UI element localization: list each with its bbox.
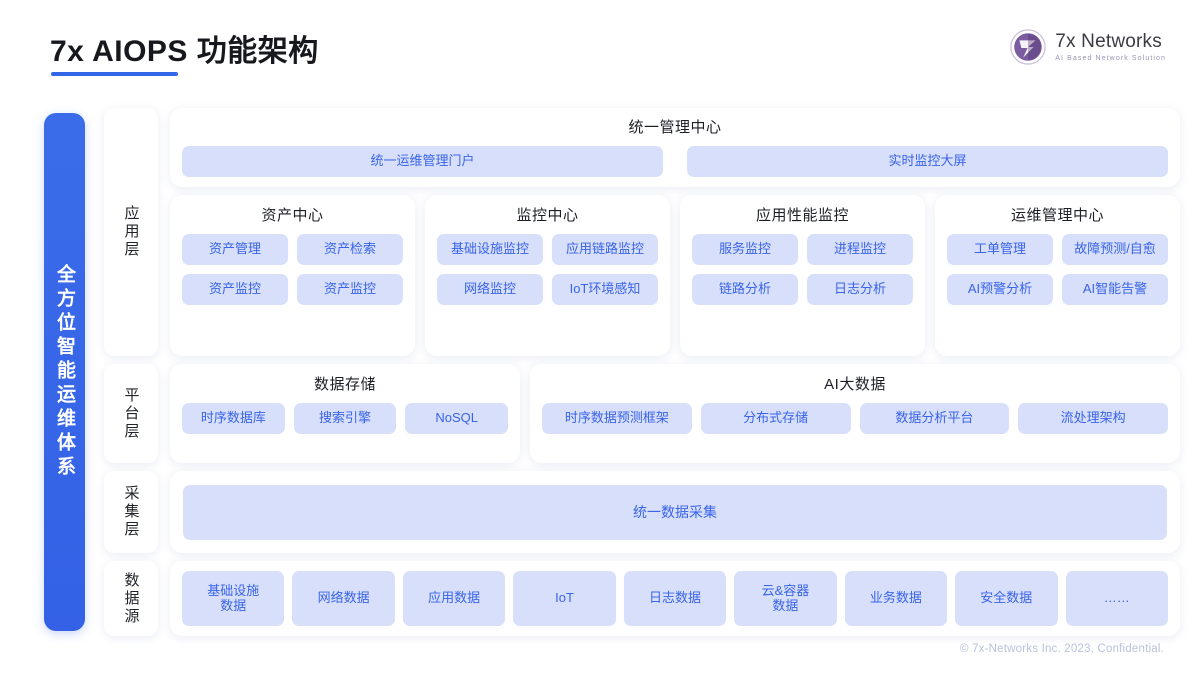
chip-asset-search[interactable]: 资产检索 xyxy=(297,234,403,265)
chip-ai-warning-analysis[interactable]: AI预警分析 xyxy=(947,274,1053,305)
panel-asset-center: 资产中心 资产管理 资产检索 资产监控 资产监控 xyxy=(170,195,415,356)
chip-infrastructure-data[interactable]: 基础设施数据 xyxy=(182,571,285,626)
layer-row-platform: 平台层 数据存储 时序数据库 搜索引擎 NoSQL AI大数据 xyxy=(104,364,1180,463)
panel-title: 资产中心 xyxy=(261,207,324,224)
layer-label-text: 应用层 xyxy=(122,205,140,259)
layer-label-collection: 采集层 xyxy=(104,471,158,553)
panel-apm: 应用性能监控 服务监控 进程监控 链路分析 日志分析 xyxy=(680,195,925,356)
application-panels-row: 资产中心 资产管理 资产检索 资产监控 资产监控 监控中心 基础设施 xyxy=(170,195,1180,356)
management-center-row: 统一管理中心 统一运维管理门户 实时监控大屏 xyxy=(170,108,1180,187)
brand-logo: 7x Networks AI Based Network Solution xyxy=(1009,28,1166,66)
chip-nosql[interactable]: NoSQL xyxy=(405,403,509,434)
architecture-board: 全方位智能运维体系 应用层 统一管理中心 统一运维管理门户 实时监控大屏 xyxy=(0,108,1200,636)
panel-datasource: 基础设施数据 网络数据 应用数据 IoT 日志数据 云&容器数据 业务数据 安全… xyxy=(170,561,1180,636)
chip-app-trace-monitor[interactable]: 应用链路监控 xyxy=(552,234,658,265)
panel-title: 监控中心 xyxy=(516,207,579,224)
chip-business-data[interactable]: 业务数据 xyxy=(844,571,948,626)
chip-network-monitor[interactable]: 网络监控 xyxy=(437,274,543,305)
layer-label-text: 采集层 xyxy=(122,485,140,539)
layer-label-application: 应用层 xyxy=(104,108,158,356)
panel-title: 数据存储 xyxy=(313,376,376,393)
chip-cloud-container-data[interactable]: 云&容器数据 xyxy=(734,571,837,626)
layer-row-collection: 采集层 统一数据采集 xyxy=(104,471,1180,553)
panel-title: 运维管理中心 xyxy=(1010,207,1104,224)
layer-row-application: 应用层 统一管理中心 统一运维管理门户 实时监控大屏 xyxy=(104,108,1180,356)
layer-label-text: 数据源 xyxy=(122,571,140,626)
title-underline xyxy=(51,72,178,76)
chip-ops-portal[interactable]: 统一运维管理门户 xyxy=(182,146,663,177)
chip-search-engine[interactable]: 搜索引擎 xyxy=(293,403,397,434)
chip-security-data[interactable]: 安全数据 xyxy=(955,571,1058,626)
chip-ticket-management[interactable]: 工单管理 xyxy=(947,234,1053,265)
chip-data-analysis-platform[interactable]: 数据分析平台 xyxy=(859,403,1010,434)
panel-title: 统一管理中心 xyxy=(628,119,722,136)
panel-data-storage: 数据存储 时序数据库 搜索引擎 NoSQL xyxy=(170,364,520,463)
chip-unified-data-collection[interactable]: 统一数据采集 xyxy=(183,484,1167,540)
chip-iot-sensing[interactable]: IoT环境感知 xyxy=(552,274,658,305)
chip-fault-prediction-selfhealing[interactable]: 故障预测/自愈 xyxy=(1062,234,1168,265)
layer-label-datasource: 数据源 xyxy=(104,561,158,636)
chip-stream-processing[interactable]: 流处理架构 xyxy=(1018,403,1168,434)
panel-ai-bigdata: AI大数据 时序数据预测框架 分布式存储 数据分析平台 流处理架构 xyxy=(530,364,1180,463)
seven-x-logo-icon xyxy=(1009,28,1047,66)
footer-copyright: © 7x-Networks Inc. 2023, Confidential. xyxy=(960,643,1164,655)
chip-asset-monitor-2[interactable]: 资产监控 xyxy=(297,274,403,305)
chip-monitor-wall[interactable]: 实时监控大屏 xyxy=(687,146,1168,177)
layer-label-text: 平台层 xyxy=(122,386,140,441)
chip-service-monitor[interactable]: 服务监控 xyxy=(692,234,798,265)
chip-infrastructure-monitor[interactable]: 基础设施监控 xyxy=(437,234,543,265)
chip-log-data[interactable]: 日志数据 xyxy=(623,571,727,626)
chip-asset-monitor-1[interactable]: 资产监控 xyxy=(182,274,288,305)
logo-name: 7x Networks xyxy=(1055,31,1162,52)
chip-log-analysis[interactable]: 日志分析 xyxy=(807,274,913,305)
chip-network-data[interactable]: 网络数据 xyxy=(292,571,395,626)
chip-ai-smart-alert[interactable]: AI智能告警 xyxy=(1062,274,1168,305)
spine-label: 全方位智能运维体系 xyxy=(54,264,75,480)
chip-application-data[interactable]: 应用数据 xyxy=(402,571,506,626)
panel-collection: 统一数据采集 xyxy=(170,471,1180,553)
vertical-spine-banner: 全方位智能运维体系 xyxy=(44,113,85,631)
chip-timeseries-forecast-framework[interactable]: 时序数据预测框架 xyxy=(542,403,692,434)
logo-tagline: AI Based Network Solution xyxy=(1055,55,1166,62)
panel-monitoring-center: 监控中心 基础设施监控 应用链路监控 网络监控 IoT环境感知 xyxy=(425,195,670,356)
panel-management-center: 统一管理中心 统一运维管理门户 实时监控大屏 xyxy=(170,108,1180,187)
panel-title: AI大数据 xyxy=(824,376,886,393)
page-title: 7x AIOPS 功能架构 xyxy=(50,35,319,68)
chip-asset-management[interactable]: 资产管理 xyxy=(182,234,288,265)
panel-title: 应用性能监控 xyxy=(755,207,849,224)
chip-iot-data[interactable]: IoT xyxy=(513,571,616,626)
slide-header: 7x AIOPS 功能架构 7x Networks AI Based Netwo… xyxy=(0,0,1200,95)
layer-row-datasource: 数据源 基础设施数据 网络数据 应用数据 IoT 日志数据 云&容器数据 业务数… xyxy=(104,561,1180,636)
layer-label-platform: 平台层 xyxy=(104,364,158,463)
panel-ops-management-center: 运维管理中心 工单管理 故障预测/自愈 AI预警分析 AI智能告警 xyxy=(935,195,1180,356)
chip-trace-analysis[interactable]: 链路分析 xyxy=(692,274,798,305)
chip-process-monitor[interactable]: 进程监控 xyxy=(807,234,913,265)
chip-distributed-storage[interactable]: 分布式存储 xyxy=(700,403,851,434)
chip-timeseries-db[interactable]: 时序数据库 xyxy=(182,403,285,434)
chip-more-data[interactable]: …… xyxy=(1065,571,1168,626)
layer-rows: 应用层 统一管理中心 统一运维管理门户 实时监控大屏 xyxy=(104,108,1180,636)
